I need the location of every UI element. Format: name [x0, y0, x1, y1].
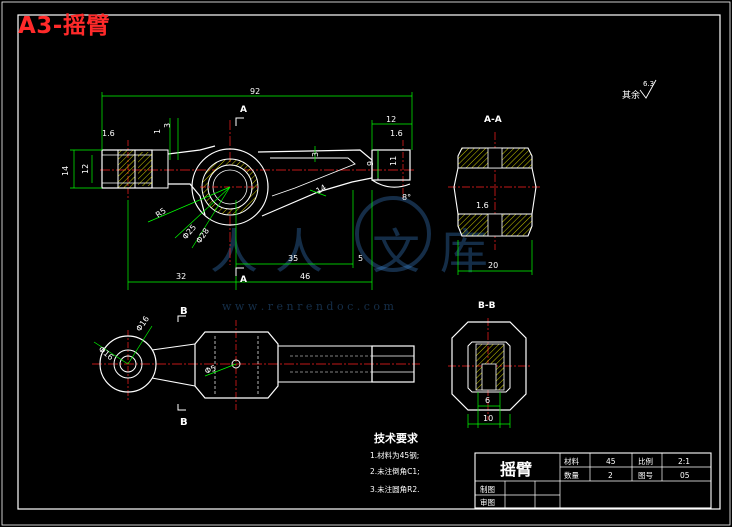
notes-title: 技术要求: [374, 431, 419, 445]
section-bb-view: B-B 6 10: [448, 301, 530, 428]
watermark: 人 人 文 库 w w w . r e n r e n d o c . c o …: [210, 196, 488, 313]
note-item-3: 3.未注圆角R2.: [370, 484, 420, 494]
dim-x32: 32: [176, 272, 186, 281]
dim-mid3: 3: [311, 152, 320, 157]
scale-label: 比例: [638, 456, 653, 466]
dim-top-d16b: Φ16: [97, 345, 115, 362]
note-item-1: 1.材料为45钢;: [370, 450, 419, 460]
dim-height14: 14: [61, 166, 70, 176]
dim-h9: 9: [366, 161, 375, 166]
dim-ang8: 8°: [402, 193, 411, 202]
section-mark-a-top: A: [240, 105, 247, 115]
section-mark-b-bottom: B: [180, 417, 188, 428]
watermark-logo: [355, 196, 431, 272]
roughness-value: 6.3: [643, 80, 654, 88]
dim-height12: 12: [81, 164, 90, 174]
section-aa-view: A-A 20 1.6: [448, 115, 542, 275]
quantity-label: 数量: [564, 470, 579, 480]
dim-thin2: 3: [163, 123, 172, 128]
dim-aa-roughness: 1.6: [476, 201, 489, 210]
dim-x35: 35: [288, 254, 298, 263]
sheet-tag: A3-摇臂: [18, 13, 110, 39]
scale-value: 2:1: [678, 457, 690, 466]
dim-x46: 46: [300, 272, 310, 281]
drawing-no-value: 05: [680, 471, 690, 480]
section-mark-b-top: B: [180, 306, 188, 317]
technical-notes: 技术要求 1.材料为45钢; 2.未注倒角C1; 3.未注圆角R2.: [370, 431, 420, 494]
quantity-value: 2: [608, 471, 613, 480]
inner-frame: [17, 14, 721, 510]
material-label: 材料: [564, 456, 579, 466]
dim-bb-10: 10: [483, 414, 493, 423]
dim-top-d5: Φ5: [204, 364, 218, 376]
watermark-char-2: 人: [275, 224, 323, 280]
main-view: A A 92 12 1.6 1.6 1 3 3 14 12 9 11 R5 Φ2…: [61, 87, 415, 290]
watermark-char-1: 人: [210, 224, 258, 280]
drawing-no-label: 图号: [638, 471, 653, 480]
section-bb-title: B-B: [478, 301, 496, 311]
top-view: Φ16 Φ16 Φ5 B B: [92, 306, 420, 428]
roughness-note: 其余 6.3: [622, 79, 657, 101]
section-mark-a-bottom: A: [240, 275, 247, 285]
drawn-label: 制图: [480, 484, 495, 494]
watermark-char-3: 文: [372, 224, 420, 280]
section-aa-title: A-A: [484, 115, 502, 125]
roughness-label: 其余: [622, 89, 640, 101]
part-name: 摇臂: [500, 460, 532, 479]
dim-thin1: 1: [153, 129, 162, 134]
dim-top-d16: Φ16: [134, 314, 151, 333]
checked-label: 审图: [480, 497, 495, 507]
dim-overall-length: 92: [250, 87, 260, 96]
note-item-2: 2.未注倒角C1;: [370, 466, 420, 476]
dim-h11: 11: [389, 156, 398, 166]
dim-bb-6: 6: [485, 396, 490, 405]
watermark-url: w w w . r e n r e n d o c . c o m: [222, 300, 394, 313]
dim-right-width: 12: [386, 115, 396, 124]
dim-flange-r: 1.6: [390, 129, 403, 138]
title-block: 摇臂 材料 45 比例 2:1 数量 2 图号 05 制图 审图: [474, 452, 712, 509]
dim-small14: 14: [315, 183, 328, 196]
dim-flange: 1.6: [102, 129, 115, 138]
dim-x5: 5: [358, 254, 363, 263]
dim-aa-width: 20: [488, 261, 498, 270]
material-value: 45: [606, 457, 616, 466]
dim-r5: R5: [154, 206, 168, 219]
